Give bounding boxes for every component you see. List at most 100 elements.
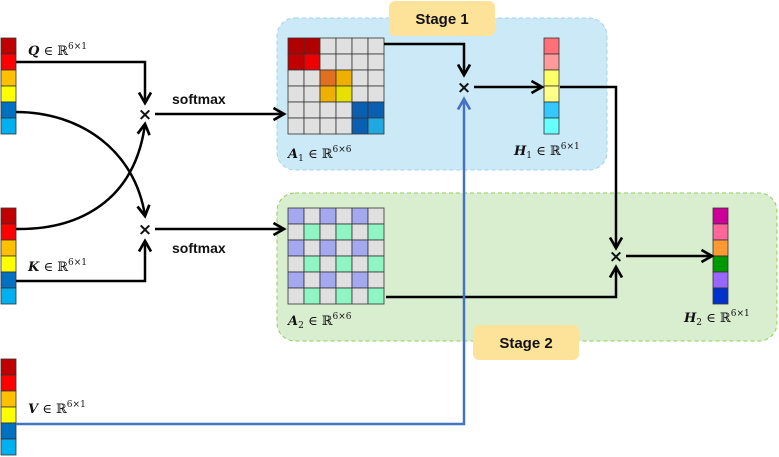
matrix-cell	[303, 85, 321, 103]
matrix-cell	[351, 53, 369, 71]
matrix-cell	[319, 239, 337, 257]
softmax-label-1: softmax	[172, 91, 226, 107]
matrix-cell	[335, 223, 353, 241]
svg-text:A2 ∈ ℝ6×6: A2 ∈ ℝ6×6	[286, 312, 352, 331]
multiply-icon-4: ×	[609, 247, 623, 267]
svg-text:K ∈ ℝ6×1: K ∈ ℝ6×1	[27, 258, 87, 275]
matrix-cell	[319, 207, 337, 225]
k-to-mult1-connector	[15, 121, 151, 231]
matrix-cell	[335, 101, 353, 119]
vector-cell	[543, 69, 560, 87]
matrix-cell	[367, 271, 385, 289]
matrix-cell	[335, 255, 353, 273]
vector-cell	[0, 422, 17, 440]
vector-cell	[0, 69, 17, 87]
matrix-cell	[319, 101, 337, 119]
matrix-cell	[303, 223, 321, 241]
vector-cell	[0, 37, 17, 55]
matrix-cell	[335, 207, 353, 225]
matrix-cell	[367, 207, 385, 225]
vector-cell	[712, 239, 729, 257]
matrix-cell	[367, 85, 385, 103]
matrix-cell	[367, 255, 385, 273]
matrix-cell	[367, 223, 385, 241]
vector-cell	[0, 255, 17, 273]
key-vector	[0, 207, 17, 305]
matrix-cell	[367, 117, 385, 135]
matrix-cell	[335, 37, 353, 55]
matrix-cell	[303, 271, 321, 289]
vector-cell	[0, 438, 17, 456]
matrix-cell	[351, 255, 369, 273]
multiply-icon-2: ×	[138, 220, 152, 240]
v-to-mult3-connector	[16, 96, 472, 426]
value-vector	[0, 358, 17, 456]
vector-cell	[543, 101, 560, 119]
vector-cell	[0, 406, 17, 424]
k-to-mult2-connector	[16, 238, 153, 283]
attention-matrix-a2	[287, 207, 385, 305]
matrix-cell	[367, 239, 385, 257]
vector-cell	[0, 53, 17, 71]
matrix-cell	[367, 287, 385, 305]
matrix-cell	[351, 101, 369, 119]
svg-text:A1 ∈ ℝ6×6: A1 ∈ ℝ6×6	[286, 145, 352, 164]
vector-cell	[0, 390, 17, 408]
attention-matrix-a1	[287, 37, 385, 135]
matrix-cell	[335, 117, 353, 135]
matrix-cell	[303, 117, 321, 135]
matrix-cell	[287, 287, 305, 305]
softmax-label-2: softmax	[172, 240, 226, 256]
matrix-cell	[303, 207, 321, 225]
k-label: K ∈ ℝ6×1	[27, 258, 87, 275]
vector-cell	[0, 85, 17, 103]
matrix-cell	[351, 271, 369, 289]
vector-cell	[0, 239, 17, 257]
matrix-cell	[287, 255, 305, 273]
matrix-cell	[319, 223, 337, 241]
svg-text:Q ∈ ℝ6×1: Q ∈ ℝ6×1	[28, 42, 87, 59]
matrix-cell	[287, 271, 305, 289]
vector-cell	[543, 53, 560, 71]
matrix-cell	[367, 37, 385, 55]
matrix-cell	[351, 117, 369, 135]
h2-output-vector	[712, 207, 729, 305]
vector-cell	[543, 117, 560, 135]
vector-cell	[712, 287, 729, 305]
vector-cell	[0, 358, 17, 376]
matrix-cell	[287, 101, 305, 119]
vector-cell	[0, 101, 17, 119]
matrix-cell	[335, 239, 353, 257]
vector-cell	[712, 255, 729, 273]
matrix-cell	[303, 255, 321, 273]
h1-to-mult4-connector	[560, 85, 624, 251]
matrix-cell	[319, 271, 337, 289]
vector-cell	[0, 117, 17, 135]
query-vector	[0, 37, 17, 135]
h2-label: H2 ∈ ℝ6×1	[683, 309, 750, 328]
a2-to-mult4-connector	[386, 264, 624, 299]
matrix-cell	[351, 287, 369, 305]
matrix-cell	[351, 207, 369, 225]
vector-cell	[543, 85, 560, 103]
vector-cell	[712, 271, 729, 289]
matrix-cell	[319, 53, 337, 71]
q-to-mult2-connector	[15, 110, 151, 219]
matrix-cell	[303, 69, 321, 87]
matrix-cell	[335, 287, 353, 305]
vector-cell	[0, 271, 17, 289]
matrix-cell	[303, 53, 321, 71]
vector-cell	[0, 223, 17, 241]
matrix-cell	[335, 271, 353, 289]
matrix-cell	[367, 101, 385, 119]
matrix-cell	[287, 85, 305, 103]
matrix-cell	[287, 239, 305, 257]
matrix-cell	[287, 69, 305, 87]
vector-cell	[0, 374, 17, 392]
matrix-cell	[351, 37, 369, 55]
stage2-label: Stage 2	[499, 335, 552, 352]
svg-text:H1 ∈ ℝ6×1: H1 ∈ ℝ6×1	[513, 142, 580, 161]
matrix-cell	[319, 85, 337, 103]
vector-cell	[712, 223, 729, 241]
